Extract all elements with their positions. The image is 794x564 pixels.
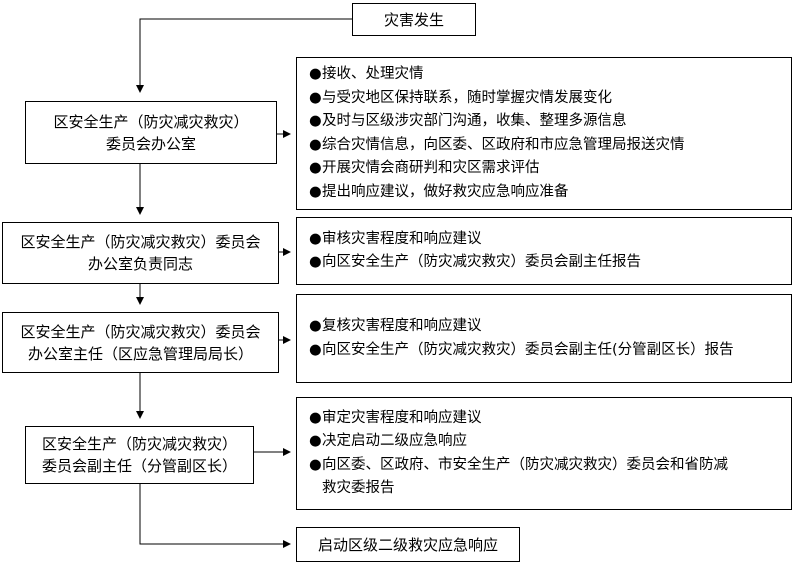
start-node-label: 灾害发生 <box>383 10 444 29</box>
bullet-icon: ● <box>309 136 322 153</box>
bullet-icon: ● <box>309 113 322 129</box>
detail-2-item: ●审核灾害程度和响应建议 <box>309 228 791 252</box>
detail-1-item: ●与受灾地区保持联系，随时掌握灾情发展变化 <box>309 87 791 111</box>
detail-4-item: ●向区委、区政府、市安全生产（防灾减灾救灾）委员会和省防减 <box>309 454 791 478</box>
bullet-icon: ● <box>309 230 322 247</box>
detail-4-item-text: 向区委、区政府、市安全生产（防灾减灾救灾）委员会和省防减 <box>322 456 728 473</box>
detail-1-item-text: 与受灾地区保持联系，随时掌握灾情发展变化 <box>322 89 612 106</box>
bullet-icon: ● <box>309 254 322 270</box>
end-node: 启动区级二级救灾应急响应 <box>296 527 520 562</box>
detail-1-item-text: 综合灾情信息，向区委、区政府和市应急管理局报送灾情 <box>322 136 685 153</box>
step-2-line-1: 区安全生产（防灾减灾救灾）委员会 <box>20 233 261 251</box>
step-3-line-2: 办公室主任（区应急管理局局长） <box>27 344 253 363</box>
end-node-label: 启动区级二级救灾应急响应 <box>317 535 498 554</box>
step-4-line-1: 区安全生产（防灾减灾救灾） <box>41 435 237 453</box>
detail-1-item: ●开展灾情会商研判和灾区需求评估 <box>309 157 791 181</box>
bullet-icon: ● <box>309 66 322 82</box>
step-3-box: 区安全生产（防灾减灾救灾）委员会 办公室主任（区应急管理局局长） <box>2 312 279 373</box>
bullet-icon: ● <box>309 89 322 106</box>
step-4-line-2: 委员会副主任（分管副区长） <box>41 457 237 475</box>
bullet-icon: ● <box>309 183 322 200</box>
detail-1-item: ●综合灾情信息，向区委、区政府和市应急管理局报送灾情 <box>309 134 791 158</box>
step-2-box: 区安全生产（防灾减灾救灾）委员会 办公室负责同志 <box>2 222 279 284</box>
arrow-start-to-step-1 <box>136 18 352 93</box>
detail-4-item-continuation: 救灾委报告 <box>322 480 395 496</box>
step-1-box: 区安全生产（防灾减灾救灾） 委员会办公室 <box>25 101 277 164</box>
detail-3-item-text: 复核灾害程度和响应建议 <box>322 318 482 334</box>
detail-1-item-text: 提出响应建议，做好救灾应急响应准备 <box>322 183 569 200</box>
step-1-line-2: 委员会办公室 <box>105 134 196 153</box>
start-node: 灾害发生 <box>352 3 476 36</box>
bullet-icon: ● <box>309 160 322 176</box>
detail-2-item: ●向区安全生产（防灾减灾救灾）委员会副主任报告 <box>309 251 791 275</box>
detail-3-item: ●向区安全生产（防灾减灾救灾）委员会副主任(分管副区长）报告 <box>309 339 791 363</box>
arrow-step-4-to-end <box>139 484 291 548</box>
detail-1-item: ●及时与区级涉灾部门沟通，收集、整理多源信息 <box>309 110 791 134</box>
detail-4-item-text: 审定灾害程度和响应建议 <box>322 409 482 426</box>
detail-1-box: ●接收、处理灾情 ●与受灾地区保持联系，随时掌握灾情发展变化 ●及时与区级涉灾部… <box>296 57 792 210</box>
detail-1-item-text: 开展灾情会商研判和灾区需求评估 <box>322 160 540 176</box>
detail-3-item: ●复核灾害程度和响应建议 <box>309 315 791 339</box>
bullet-icon: ● <box>309 318 322 334</box>
detail-4-item-text: 决定启动二级应急响应 <box>322 433 467 449</box>
bullet-icon: ● <box>309 341 322 358</box>
bullet-icon: ● <box>309 456 322 473</box>
detail-1-item: ●提出响应建议，做好救灾应急响应准备 <box>309 181 791 205</box>
detail-4-box: ●审定灾害程度和响应建议 ●决定启动二级应急响应 ●向区委、区政府、市安全生产（… <box>296 397 792 510</box>
detail-2-item-text: 审核灾害程度和响应建议 <box>322 230 482 247</box>
detail-2-box: ●审核灾害程度和响应建议 ●向区安全生产（防灾减灾救灾）委员会副主任报告 <box>296 217 792 285</box>
step-3-line-1: 区安全生产（防灾减灾救灾）委员会 <box>20 322 261 341</box>
detail-1-item-text: 及时与区级涉灾部门沟通，收集、整理多源信息 <box>322 113 627 129</box>
step-2-line-2: 办公室负责同志 <box>87 255 193 273</box>
detail-1-item-text: 接收、处理灾情 <box>322 66 424 82</box>
detail-4-item: ●决定启动二级应急响应 <box>309 430 791 454</box>
bullet-icon: ● <box>309 409 322 426</box>
detail-2-item-text: 向区安全生产（防灾减灾救灾）委员会副主任报告 <box>322 254 641 270</box>
step-1-line-1: 区安全生产（防灾减灾救灾） <box>53 112 249 131</box>
detail-3-item-text: 向区安全生产（防灾减灾救灾）委员会副主任(分管副区长）报告 <box>322 341 734 358</box>
step-4-box: 区安全生产（防灾减灾救灾） 委员会副主任（分管副区长） <box>25 426 254 484</box>
bullet-icon: ● <box>309 433 322 449</box>
detail-3-box: ●复核灾害程度和响应建议 ●向区安全生产（防灾减灾救灾）委员会副主任(分管副区长… <box>296 294 792 383</box>
detail-4-item: ●审定灾害程度和响应建议 <box>309 407 791 431</box>
detail-1-item: ●接收、处理灾情 <box>309 63 791 87</box>
